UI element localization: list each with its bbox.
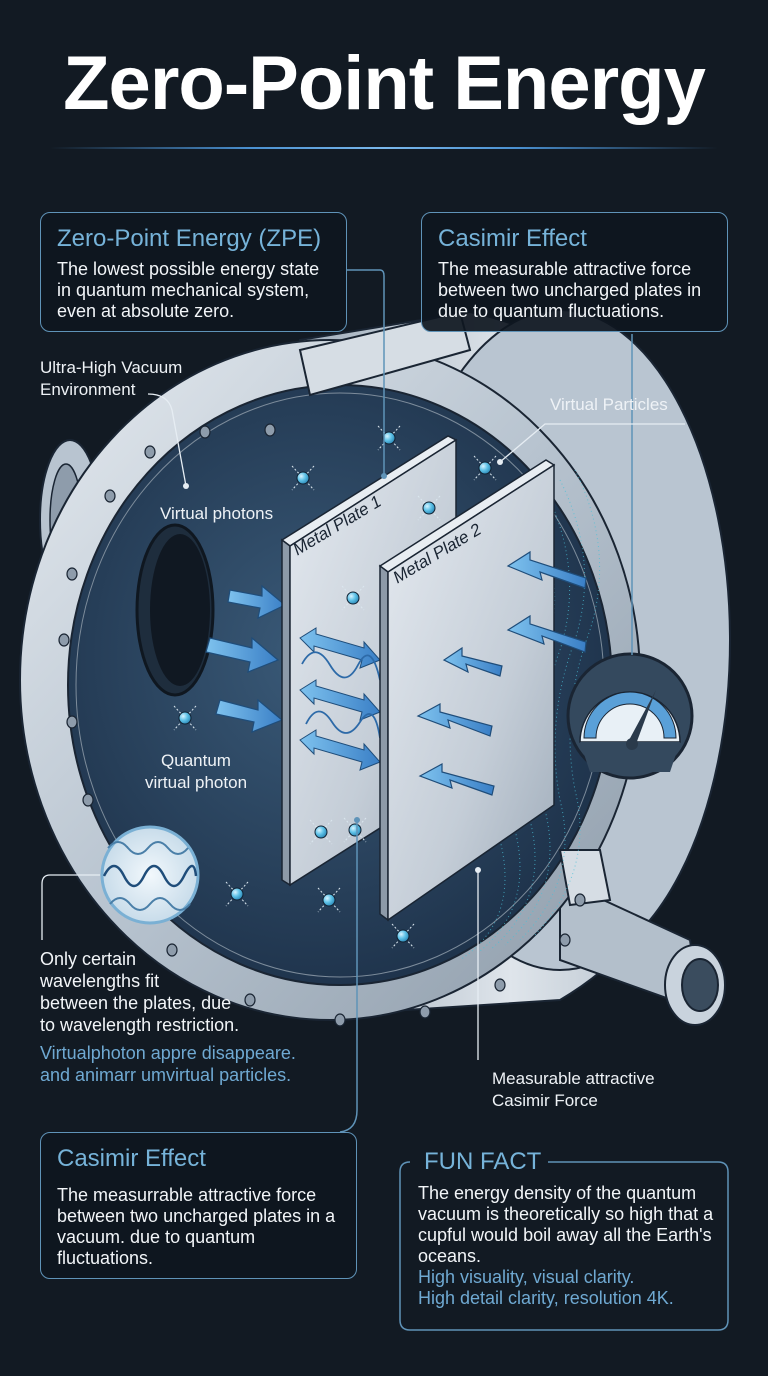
virtual-particles-label: Virtual Particles (550, 395, 668, 414)
gauge-icon (566, 652, 694, 780)
fun-fact-accent-2: High detail clarity, resolution 4K. (418, 1288, 674, 1308)
casimir-force-label: Measurable attractive Casimir Force (492, 1069, 655, 1110)
vacuum-environment-label: Ultra-High Vacuum Environment (40, 358, 183, 399)
title-divider (50, 147, 718, 149)
casimir-top-card-title: Casimir Effect (438, 225, 587, 252)
casimir-top-card-body: The measurable attractive force between … (438, 259, 702, 321)
casimir-bottom-card-body: The measurrable attractive force between… (57, 1185, 336, 1268)
wave-icon (100, 825, 200, 925)
zpe-card: Zero-Point Energy (ZPE) The lowest possi… (40, 212, 347, 332)
virtual-photons-label: Virtual photons (160, 504, 274, 523)
casimir-top-card: Casimir Effect The measurable attractive… (421, 212, 728, 332)
quantum-virtual-photon-label: Quantum virtual photon (144, 751, 248, 792)
fun-fact-accent-1: High visuality, visual clarity. (418, 1267, 635, 1287)
casimir-bottom-card-title: Casimir Effect (57, 1145, 206, 1172)
casimir-bottom-card: Casimir Effect The measurrable attractiv… (40, 1132, 357, 1279)
wavelength-note: Only certain wavelengths fit between the… (40, 949, 240, 1035)
page-title: Zero-Point Energy (63, 41, 706, 126)
fun-fact-body: The energy density of the quantum vacuum… (418, 1183, 714, 1266)
zpe-card-title: Zero-Point Energy (ZPE) (57, 225, 322, 252)
fun-fact-title: FUN FACT (418, 1148, 548, 1176)
zpe-card-body: The lowest possible energy state in quan… (57, 259, 320, 321)
fun-fact-card: The energy density of the quantum vacuum… (418, 1183, 718, 1309)
wavelength-accent-note: Virtualphoton appre disappeare. and anim… (40, 1043, 296, 1085)
